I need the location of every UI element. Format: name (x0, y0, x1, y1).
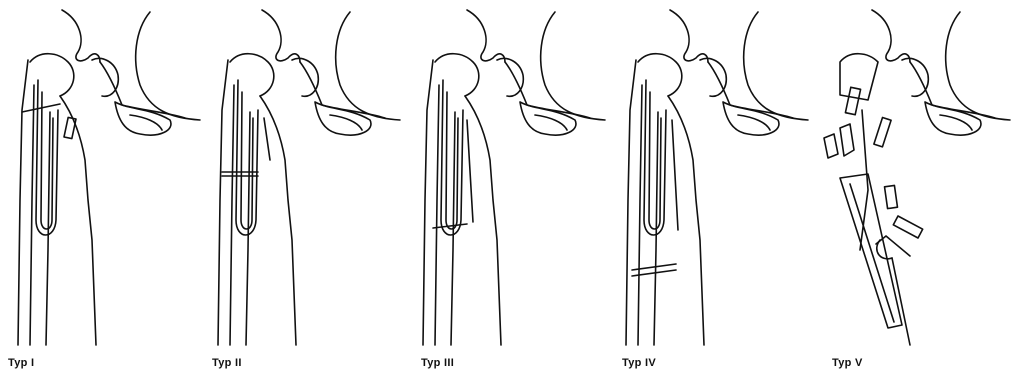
femur-diagram-typ-3 (405, 0, 605, 350)
femur-diagram-typ-5 (810, 0, 1010, 350)
panel-typ-1: Typ I (0, 0, 200, 380)
panel-label: Typ III (421, 357, 454, 369)
panel-typ-4: Typ IV (608, 0, 808, 380)
femur-diagram-typ-2 (200, 0, 400, 350)
femur-diagram-typ-1 (0, 0, 200, 350)
femur-diagram-typ-4 (608, 0, 808, 350)
panel-label: Typ IV (622, 357, 656, 369)
panel-typ-5: Typ V (810, 0, 1010, 380)
panel-label: Typ I (8, 357, 34, 369)
panel-label: Typ II (212, 357, 242, 369)
panel-typ-2: Typ II (200, 0, 400, 380)
panel-label: Typ V (832, 357, 863, 369)
panel-typ-3: Typ III (405, 0, 605, 380)
